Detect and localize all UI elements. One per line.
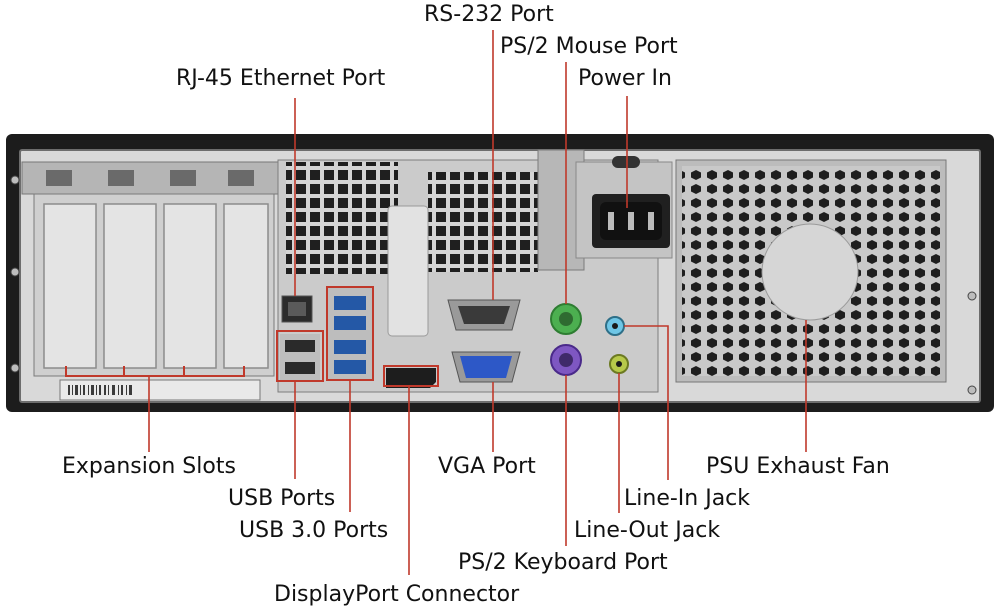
power-inlet-socket — [592, 194, 670, 248]
expansion-slot-cover — [43, 203, 269, 369]
label-displayport-connector: DisplayPort Connector — [274, 582, 520, 607]
displayport-connector — [386, 368, 436, 388]
rs232-serial-port — [447, 299, 521, 331]
callout-leader-lines — [148, 30, 807, 575]
label-line-in-jack: Line-In Jack — [624, 486, 751, 511]
label-psu-exhaust-fan: PSU Exhaust Fan — [706, 454, 890, 479]
expansion-slot-bay — [21, 161, 279, 401]
fan-hub — [761, 223, 859, 321]
rj45-ethernet-port — [281, 295, 313, 323]
ps2-mouse-port — [550, 303, 582, 335]
line-in-jack — [605, 316, 625, 336]
label-ps2-keyboard-port: PS/2 Keyboard Port — [458, 550, 668, 575]
label-usb-3-ports: USB 3.0 Ports — [239, 518, 389, 543]
label-power-in: Power In — [578, 66, 672, 91]
chassis-screws — [10, 175, 977, 395]
label-rs232-port: RS-232 Port — [424, 2, 554, 27]
ps2-keyboard-port — [550, 344, 582, 376]
usb-ports — [280, 334, 320, 380]
line-out-jack — [609, 354, 629, 374]
vga-port — [451, 351, 521, 383]
label-expansion-slots: Expansion Slots — [62, 454, 236, 479]
barcode-sticker — [68, 385, 132, 395]
power-inlet-area — [575, 156, 673, 259]
label-rj45-ethernet-port: RJ-45 Ethernet Port — [176, 66, 386, 91]
usb-3-ports — [328, 288, 372, 380]
label-usb-ports: USB Ports — [228, 486, 336, 511]
label-vga-port: VGA Port — [438, 454, 536, 479]
label-ps2-mouse-port: PS/2 Mouse Port — [500, 34, 678, 59]
psu-exhaust-fan-grille — [675, 159, 947, 383]
label-line-out-jack: Line-Out Jack — [574, 518, 721, 543]
